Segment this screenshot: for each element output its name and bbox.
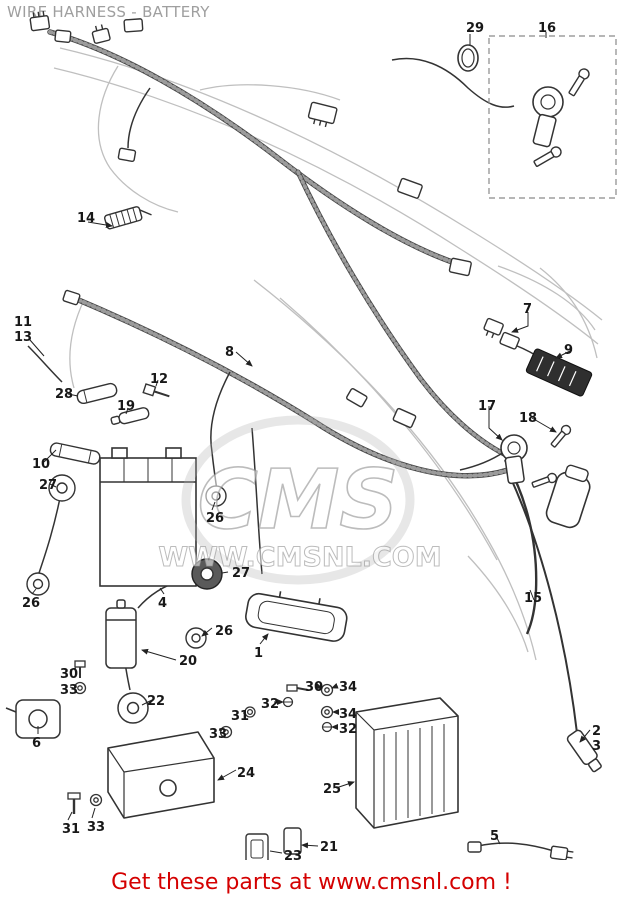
steering-lock bbox=[500, 424, 591, 529]
battery-tray bbox=[107, 731, 215, 819]
battery bbox=[99, 447, 197, 587]
ignition-coil bbox=[245, 591, 348, 642]
battery-case bbox=[355, 697, 459, 829]
connector-9 bbox=[525, 348, 593, 397]
watermark-url: WWW.CMSNL.COM bbox=[158, 542, 441, 573]
small-parts-left bbox=[49, 382, 170, 465]
ignition-switch-inset bbox=[457, 35, 617, 199]
wire-harness-illustration: CMS WWW.CMSNL.COM bbox=[5, 11, 617, 865]
condenser bbox=[105, 599, 137, 669]
horn bbox=[5, 699, 61, 739]
grommet-22 bbox=[117, 692, 149, 724]
connectors bbox=[29, 11, 520, 429]
footer-link[interactable]: Get these parts at www.cmsnl.com ! bbox=[111, 870, 512, 895]
rubber-mounts bbox=[245, 827, 302, 865]
parts-diagram: CMS WWW.CMSNL.COM bbox=[5, 11, 617, 865]
watermark-logo: CMS bbox=[198, 453, 399, 548]
sub-cord bbox=[467, 841, 574, 861]
watermark: CMS WWW.CMSNL.COM bbox=[158, 415, 442, 585]
fasteners bbox=[67, 660, 334, 814]
grommets bbox=[26, 474, 227, 649]
page-title: WIRE HARNESS - BATTERY bbox=[7, 3, 210, 21]
main-harness bbox=[47, 29, 511, 479]
spark-plug-cap bbox=[566, 729, 602, 773]
leader-lines bbox=[29, 32, 591, 854]
